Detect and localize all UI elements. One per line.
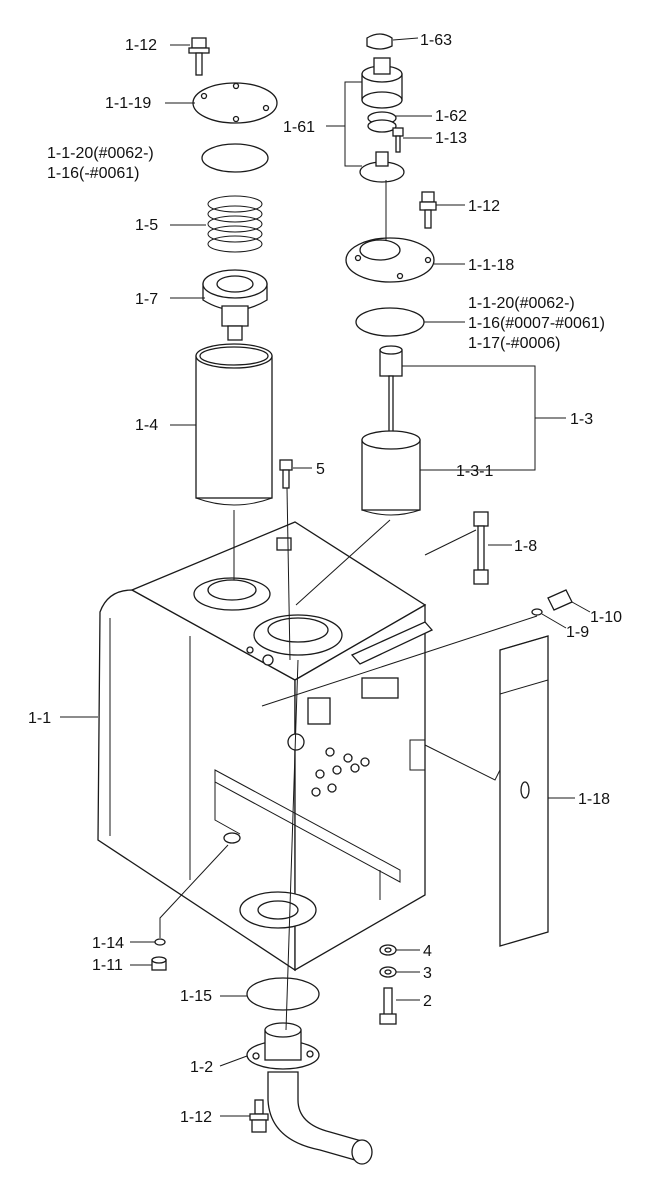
label-1-17: 1-17(-#0006) bbox=[468, 335, 561, 352]
label-1-1: 1-1 bbox=[28, 710, 51, 727]
label-1-15: 1-15 bbox=[180, 988, 212, 1005]
leader-lines bbox=[60, 37, 591, 1117]
fitting-1-10 bbox=[531, 589, 573, 616]
callout-labels: 1-12 1-1-19 1-1-20(#0062-) 1-16(-#0061) … bbox=[28, 32, 622, 1126]
label-1-62: 1-62 bbox=[435, 108, 467, 125]
label-1-7: 1-7 bbox=[135, 291, 158, 308]
label-1-16-left: 1-16(-#0061) bbox=[47, 165, 140, 182]
gasket-1-15 bbox=[246, 977, 320, 1011]
valve-1-7 bbox=[202, 269, 268, 341]
face-fittings bbox=[311, 747, 370, 797]
bolt-1-12-top bbox=[188, 37, 210, 76]
label-1-5: 1-5 bbox=[135, 217, 158, 234]
label-3: 3 bbox=[423, 965, 432, 982]
label-1-3-1: 1-3-1 bbox=[456, 463, 493, 480]
label-1-16-right: 1-16(#0007-#0061) bbox=[468, 315, 605, 332]
cover-plate-1-1-18 bbox=[345, 237, 435, 283]
label-1-4: 1-4 bbox=[135, 417, 158, 434]
label-1-1-19: 1-1-19 bbox=[105, 95, 151, 112]
suction-pipe-1-2 bbox=[246, 1022, 373, 1165]
label-1-13: 1-13 bbox=[435, 130, 467, 147]
plug-1-11 bbox=[151, 956, 167, 971]
washer-3 bbox=[379, 966, 397, 978]
label-1-1-20-left: 1-1-20(#0062-) bbox=[47, 145, 154, 162]
label-1-1-20-right: 1-1-20(#0062-) bbox=[468, 295, 575, 312]
label-4: 4 bbox=[423, 943, 432, 960]
label-1-1-18: 1-1-18 bbox=[468, 257, 514, 274]
return-filter-1-3 bbox=[361, 345, 421, 516]
label-1-12-bottom: 1-12 bbox=[180, 1109, 212, 1126]
label-1-12-top: 1-12 bbox=[125, 37, 157, 54]
bolt-2 bbox=[379, 987, 397, 1025]
label-5: 5 bbox=[316, 461, 325, 478]
bolt-1-12-right bbox=[419, 191, 437, 229]
o-ring-right bbox=[355, 307, 425, 337]
cap-1-63 bbox=[366, 33, 393, 50]
label-1-11: 1-11 bbox=[92, 957, 123, 974]
level-gauge-1-8 bbox=[473, 511, 489, 585]
breather-1-61 bbox=[359, 57, 405, 183]
label-1-18: 1-18 bbox=[578, 791, 610, 808]
label-1-2: 1-2 bbox=[190, 1059, 213, 1076]
washer-1-14 bbox=[154, 938, 166, 946]
label-1-3: 1-3 bbox=[570, 411, 593, 428]
hydraulic-tank bbox=[97, 521, 434, 972]
label-1-8: 1-8 bbox=[514, 538, 537, 555]
label-1-63: 1-63 bbox=[420, 32, 452, 49]
label-1-12-right: 1-12 bbox=[468, 198, 500, 215]
cover-plate-1-1-19 bbox=[192, 82, 278, 124]
label-1-10: 1-10 bbox=[590, 609, 622, 626]
label-1-61: 1-61 bbox=[283, 119, 315, 136]
strainer-1-4 bbox=[195, 343, 273, 506]
spring-1-5 bbox=[207, 195, 263, 253]
o-ring-left bbox=[201, 143, 269, 173]
label-2: 2 bbox=[423, 993, 432, 1010]
label-1-9: 1-9 bbox=[566, 624, 589, 641]
washer-4 bbox=[379, 944, 397, 956]
perforated-plate-1-18 bbox=[499, 635, 549, 947]
label-1-14: 1-14 bbox=[92, 935, 124, 952]
bolt-1-12-bottom bbox=[249, 1099, 269, 1133]
